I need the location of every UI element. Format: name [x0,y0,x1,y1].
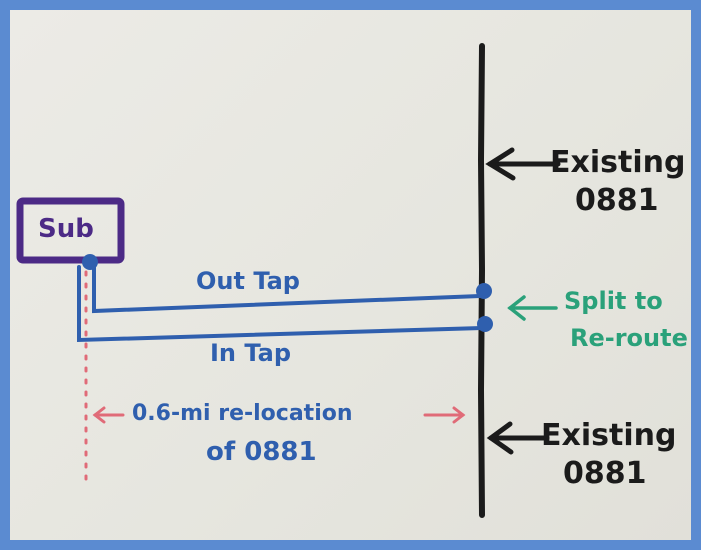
in-tap-node [477,316,493,332]
existing-top-arrow [485,147,561,181]
relocation-left-arrow [92,406,125,424]
split-arrow [507,295,558,321]
split-label-line1: Split to [564,287,663,315]
in-tap-label: In Tap [210,339,292,367]
out-tap-line [92,257,482,314]
in-tap-line [77,265,484,343]
substation-label: Sub [38,214,94,244]
existing-bottom-label-line1: Existing [541,418,677,453]
relocation-label-line2: of 0881 [206,437,317,467]
existing-top-label-line2: 0881 [575,183,659,218]
split-label-line2: Re-route [570,324,688,352]
existing-bottom-arrow [486,421,550,455]
out-tap-label: Out Tap [196,267,300,295]
relocation-right-arrow [423,406,466,424]
out-tap-node [476,283,492,299]
substation-box [16,197,125,264]
existing-bottom-label-line2: 0881 [563,456,647,491]
relocation-label-line1: 0.6-mi re-location [132,401,353,426]
sub-tap-node [82,254,98,270]
diagram-drawing [16,43,561,518]
existing-line-0881 [477,43,486,518]
existing-top-label-line1: Existing [550,145,686,180]
